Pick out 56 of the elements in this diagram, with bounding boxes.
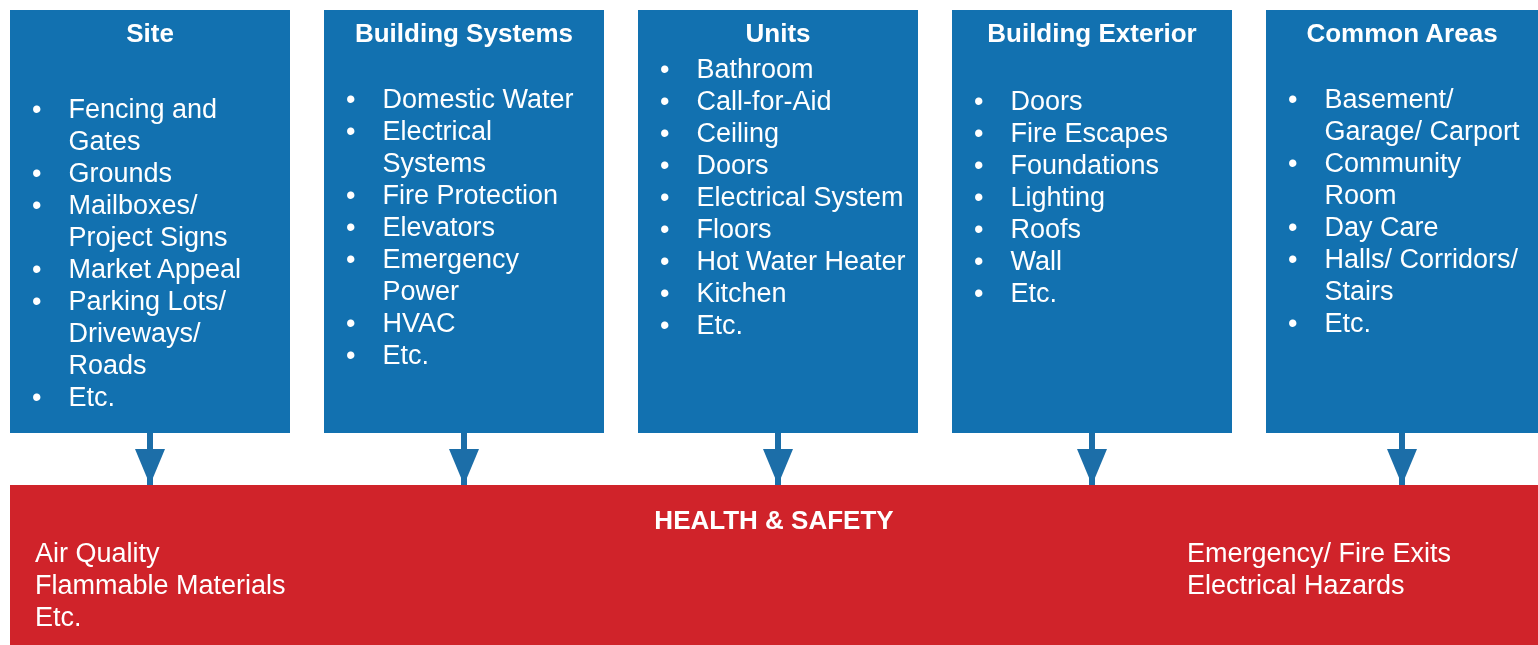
bullet-item: • Doors <box>660 149 769 181</box>
bullet-item: • Fire Protection <box>346 179 559 211</box>
bullet-item: • Electrical System <box>660 181 904 213</box>
bullet-item: • Bathroom <box>660 53 814 85</box>
bullet-item: • Etc. <box>32 381 115 413</box>
box-heading: Building Exterior <box>987 18 1197 49</box>
bullet-item: • Community Room <box>1288 147 1462 211</box>
bullet-item: • Etc. <box>1288 307 1371 339</box>
category-box <box>10 10 290 433</box>
bullet-item: • Lighting <box>974 181 1106 213</box>
hazard-text: Electrical Hazards <box>1187 569 1405 601</box>
banner-box <box>10 485 1538 645</box>
bullet-item: • Etc. <box>660 309 743 341</box>
bullet-item: • Ceiling <box>660 117 779 149</box>
hazard-text: Flammable Materials <box>35 569 286 601</box>
category-box <box>1266 10 1538 433</box>
bullet-item: • Day Care <box>1288 211 1439 243</box>
hazard-text: Etc. <box>35 601 82 633</box>
hazard-text: Emergency/ Fire Exits <box>1187 537 1452 569</box>
bullet-item: • Domestic Water <box>346 83 574 115</box>
bullet-item: • Foundations <box>974 149 1160 181</box>
arrow <box>135 433 165 485</box>
bullet-item: • Wall <box>974 245 1062 277</box>
bullet-item: • Elevators <box>346 211 495 243</box>
bullet-item: • Electrical Systems <box>346 115 493 179</box>
category-box <box>324 10 604 433</box>
bullet-item: • Kitchen <box>660 277 787 309</box>
category-box <box>952 10 1232 433</box>
bullet-item: • Hot Water Heater <box>660 245 906 277</box>
category-box <box>638 10 918 433</box>
arrow <box>763 433 793 485</box>
bullet-item: • Call-for-Aid <box>660 85 832 117</box>
arrow <box>1387 433 1417 485</box>
box-heading: HEALTH & SAFETY <box>654 505 894 536</box>
bullet-item: • Etc. <box>346 339 429 371</box>
box-heading: Site <box>126 18 174 49</box>
arrow <box>1077 433 1107 485</box>
box-heading: Building Systems <box>354 18 574 49</box>
arrow <box>449 433 479 485</box>
bullet-item: • Parking Lots/ Driveways/ Roads <box>32 285 228 381</box>
bullet-item: • Basement/ Garage/ Carport <box>1288 83 1521 147</box>
bullet-item: • Fire Escapes <box>974 117 1168 149</box>
bullet-item: • Halls/ Corridors/ Stairs <box>1288 243 1519 307</box>
bullet-item: • Roofs <box>974 213 1081 245</box>
box-heading: Units <box>745 18 811 49</box>
bullet-item: • HVAC <box>346 307 456 339</box>
bullet-item: • Emergency Power <box>346 243 520 307</box>
bullet-item: • Floors <box>660 213 772 245</box>
bullet-item: • Grounds <box>32 157 172 189</box>
box-heading: Common Areas <box>1306 18 1498 49</box>
bullet-item: • Etc. <box>974 277 1057 309</box>
bullet-item: • Market Appeal <box>32 253 242 285</box>
bullet-item: • Doors <box>974 85 1083 117</box>
hazard-text: Air Quality <box>35 537 160 569</box>
bullet-item: • Mailboxes/ Project Signs <box>32 189 229 253</box>
bullet-item: • Fencing and Gates <box>32 93 219 157</box>
